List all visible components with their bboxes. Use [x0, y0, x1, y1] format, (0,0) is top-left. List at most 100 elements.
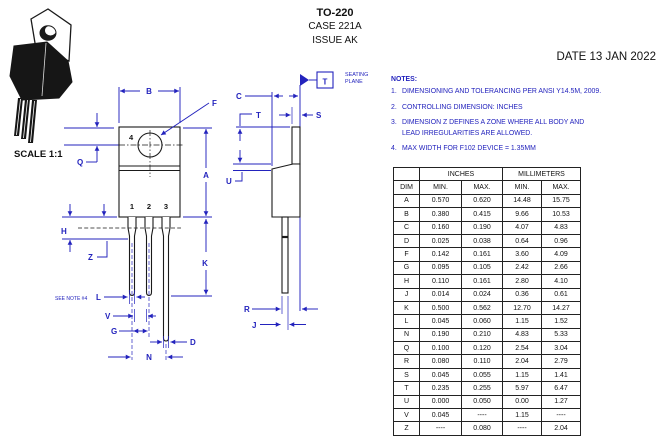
- table-cell: 0.100: [419, 341, 462, 356]
- notes-section: NOTES: 1. DIMENSIONING AND TOLERANCING P…: [391, 76, 656, 160]
- table-cell: 0.562: [461, 300, 503, 316]
- pin-3-label: 3: [164, 202, 168, 211]
- table-cell: 4.83: [541, 220, 581, 235]
- empty-header-cell: [393, 166, 420, 182]
- table-cell: 0.00: [502, 394, 542, 410]
- table-cell: L: [393, 314, 420, 329]
- table-cell: 0.014: [419, 287, 462, 302]
- table-cell: 0.055: [461, 367, 503, 383]
- table-cell: ----: [461, 408, 503, 423]
- note-number: 3.: [391, 119, 397, 126]
- table-cell: 5.33: [541, 327, 581, 343]
- dim-G-label: G: [111, 327, 117, 336]
- datum-T-box: [316, 71, 334, 89]
- table-cell: 0.095: [419, 260, 462, 276]
- min-header: MIN.: [502, 180, 542, 195]
- table-cell: 2.54: [502, 341, 542, 356]
- table-cell: 1.15: [502, 314, 542, 329]
- dim-header: DIM: [393, 180, 420, 195]
- table-cell: H: [393, 274, 420, 289]
- tab-side: [291, 126, 301, 165]
- notes-title: NOTES:: [391, 76, 418, 83]
- package-outline-drawing: SCALE 1:1 4 1 2 3: [9, 8, 368, 362]
- table-cell: ----: [502, 421, 542, 436]
- seating-plane-label: SEATING: [345, 72, 368, 78]
- table-cell: D: [393, 233, 420, 249]
- table-cell: 2.04: [541, 421, 581, 436]
- table-cell: Z: [393, 421, 420, 436]
- scale-label: SCALE 1:1: [14, 149, 63, 160]
- table-cell: 2.80: [502, 274, 542, 289]
- dim-N-label: N: [146, 353, 152, 362]
- table-cell: Q: [393, 341, 420, 356]
- note-number: 4.: [391, 145, 397, 152]
- table-cell: 0.000: [419, 394, 462, 410]
- table-cell: 0.64: [502, 233, 542, 249]
- table-row: Z----0.080----2.04: [393, 421, 581, 436]
- note-number: 2.: [391, 103, 397, 111]
- package-body-3d: [9, 41, 73, 101]
- table-cell: 0.96: [541, 233, 581, 249]
- table-cell: 0.110: [419, 274, 462, 289]
- millimeters-header: MILLIMETERS: [502, 166, 581, 182]
- table-cell: 0.045: [419, 367, 462, 383]
- table-cell: J: [393, 287, 420, 302]
- table-cell: 0.024: [461, 287, 503, 302]
- dim-B-label: B: [146, 87, 152, 96]
- seating-plane-label: PLANE: [345, 79, 363, 85]
- table-cell: 0.045: [419, 408, 462, 423]
- datum-T-label: T: [323, 78, 328, 87]
- max-header: MAX.: [541, 180, 581, 195]
- package-3d-view: SCALE 1:1: [9, 8, 73, 160]
- table-cell: 0.235: [419, 381, 462, 396]
- table-cell: 0.050: [461, 394, 503, 410]
- table-cell: 0.105: [461, 260, 503, 276]
- front-view: 4 1 2 3 B F A: [55, 87, 217, 362]
- dim-D-label: D: [190, 338, 196, 347]
- table-cell: 0.120: [461, 341, 503, 356]
- table-cell: 12.70: [502, 300, 542, 316]
- package-body-side: [271, 163, 301, 218]
- note-item: 2. CONTROLLING DIMENSION: INCHES: [391, 103, 656, 114]
- table-cell: F: [393, 247, 420, 262]
- table-cell: 0.110: [461, 354, 503, 369]
- seating-plane-flag-icon: [300, 74, 309, 86]
- table-group-header-row: INCHES MILLIMETERS: [393, 166, 581, 182]
- note-text: CONTROLLING DIMENSION: INCHES: [402, 103, 523, 111]
- table-cell: T: [393, 381, 420, 396]
- table-cell: 0.415: [461, 207, 503, 222]
- table-cell: 15.75: [541, 193, 581, 209]
- table-cell: 0.190: [461, 220, 503, 235]
- dim-C-label: C: [236, 92, 242, 101]
- note-ref-label: 4: [129, 133, 134, 142]
- table-cell: 0.255: [461, 381, 503, 396]
- table-cell: 0.161: [461, 247, 503, 262]
- note-item: 1. DIMENSIONING AND TOLERANCING PER ANSI…: [391, 87, 656, 98]
- table-cell: 0.142: [419, 247, 462, 262]
- table-cell: V: [393, 408, 420, 423]
- dim-Q-label: Q: [77, 158, 83, 167]
- table-cell: K: [393, 300, 420, 316]
- note-text: DIMENSION Z DEFINES A ZONE WHERE ALL BOD…: [402, 119, 585, 137]
- table-cell: 5.97: [502, 381, 542, 396]
- table-cell: 14.48: [502, 193, 542, 209]
- side-view: T SEATING PLANE C T: [226, 71, 368, 330]
- package-leads-3d: [14, 98, 37, 143]
- table-cell: 0.61: [541, 287, 581, 302]
- table-cell: U: [393, 394, 420, 410]
- table-cell: 0.620: [461, 193, 503, 209]
- note-text: DIMENSIONING AND TOLERANCING PER ANSI Y1…: [402, 88, 602, 95]
- table-cell: ----: [541, 408, 581, 423]
